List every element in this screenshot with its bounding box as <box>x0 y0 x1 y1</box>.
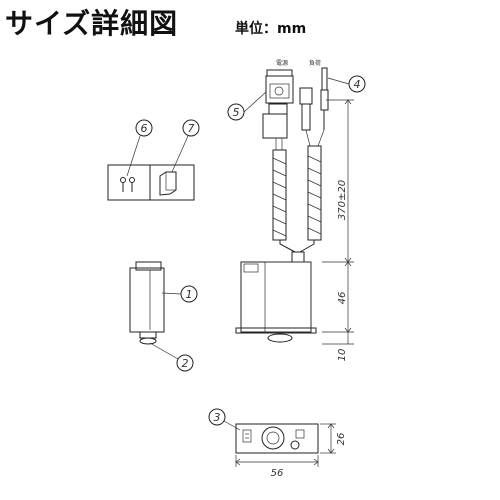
dimension-body-height: 46 <box>337 292 348 305</box>
bottom-plate <box>235 423 319 454</box>
callout-3-label: 3 <box>214 411 221 424</box>
callout-2: 2 <box>149 342 194 372</box>
callout-6: 6 <box>126 119 153 177</box>
callout-5-label: 5 <box>233 106 240 119</box>
page-title: サイズ詳細図 <box>5 7 179 40</box>
callout-1-label: 1 <box>186 288 193 301</box>
load-label: 負荷 <box>309 59 321 67</box>
screw-icon <box>120 177 135 192</box>
cylinder-sensor <box>129 261 165 345</box>
main-unit: 電源 負荷 <box>235 59 329 343</box>
dimension-cable-length: 370±20 <box>337 180 348 220</box>
dimension-plate-height: 26 <box>336 433 347 446</box>
accessory-box <box>107 164 195 201</box>
unit-label: 単位：mm <box>235 21 307 37</box>
callout-7: 7 <box>171 119 200 173</box>
power-label: 電源 <box>276 59 288 67</box>
callout-2-label: 2 <box>182 357 189 370</box>
callout-7-label: 7 <box>188 122 195 135</box>
callout-1: 1 <box>161 285 198 303</box>
dimension-base-height: 10 <box>337 349 348 362</box>
dimension-lines-vertical <box>322 99 354 345</box>
callout-4: 4 <box>327 75 366 93</box>
dimension-lines-plate <box>235 423 336 467</box>
callout-4-label: 4 <box>354 78 361 91</box>
callout-5: 5 <box>227 91 267 121</box>
dimension-plate-width: 56 <box>271 468 284 479</box>
callout-3: 3 <box>208 408 241 431</box>
callout-6-label: 6 <box>141 122 148 135</box>
clip-icon <box>159 171 177 196</box>
